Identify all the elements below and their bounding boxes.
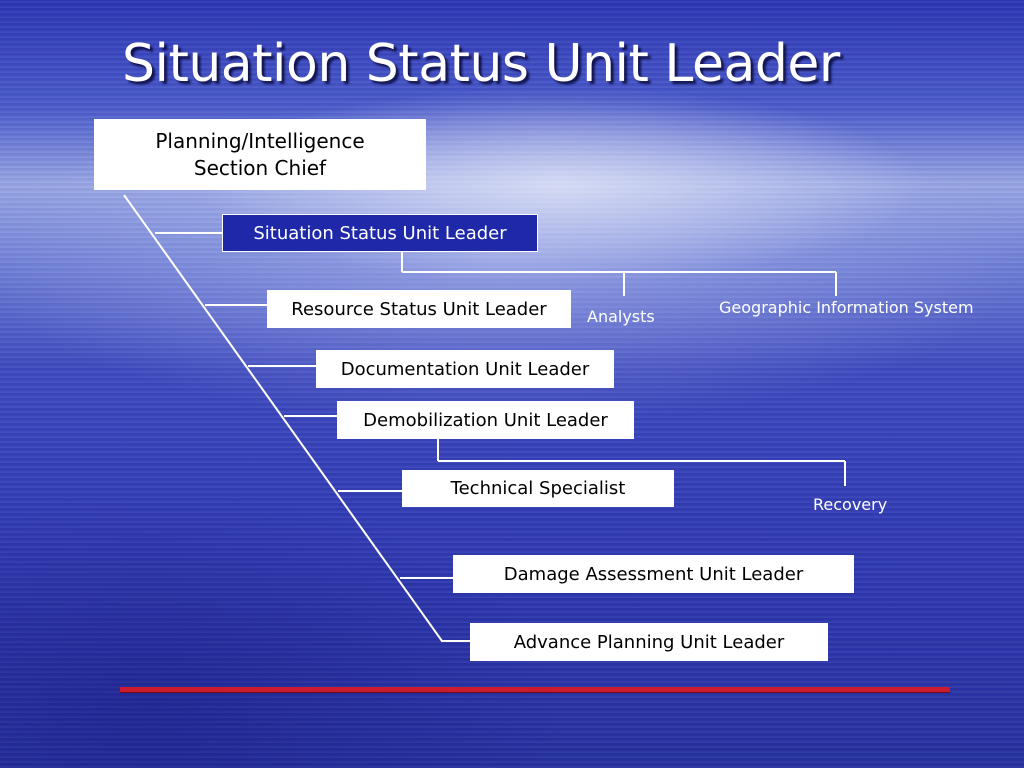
chief-title-line2: Section Chief — [193, 155, 327, 180]
unit-box-documentation: Documentation Unit Leader — [316, 350, 614, 388]
slide-title: Situation Status Unit Leader — [122, 34, 840, 94]
unit-box-demobilization: Demobilization Unit Leader — [337, 401, 634, 439]
chief-box: Planning/Intelligence Section Chief — [94, 119, 426, 190]
unit-box-situation-status: Situation Status Unit Leader — [222, 214, 538, 252]
unit-box-damage-assessment: Damage Assessment Unit Leader — [453, 555, 854, 593]
sublabel-recovery: Recovery — [813, 495, 888, 514]
unit-box-advance-planning: Advance Planning Unit Leader — [470, 623, 828, 661]
sublabel-geographic-information-system: Geographic Information System — [719, 298, 974, 317]
sublabel-analysts: Analysts — [587, 307, 655, 326]
unit-box-technical-specialist: Technical Specialist — [402, 470, 674, 507]
unit-box-resource-status: Resource Status Unit Leader — [267, 290, 571, 328]
chief-title-line1: Planning/Intelligence — [155, 128, 365, 153]
red-divider-rule — [120, 687, 950, 693]
spine-line — [123, 194, 443, 642]
